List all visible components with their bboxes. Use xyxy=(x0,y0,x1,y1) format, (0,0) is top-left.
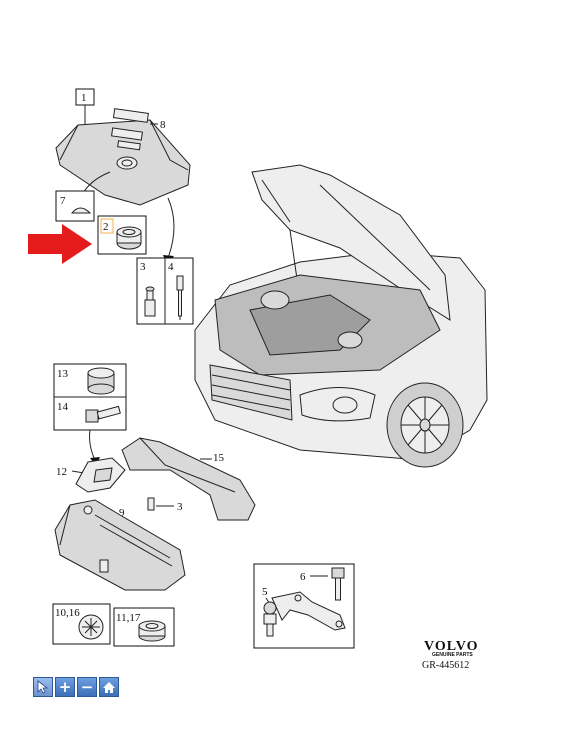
home-button[interactable] xyxy=(99,677,119,697)
label-13: 13 xyxy=(57,368,69,380)
bracket-part-5[interactable] xyxy=(263,591,346,637)
label-10-16: 10,16 xyxy=(55,607,80,619)
bolt-part-4[interactable] xyxy=(176,275,184,320)
nameplate-part-8[interactable] xyxy=(112,108,149,123)
label-9: 9 xyxy=(119,507,125,519)
clip-part-10-16[interactable] xyxy=(78,614,104,640)
home-icon xyxy=(103,681,115,693)
pointer-icon xyxy=(37,680,49,694)
highlight-arrow xyxy=(28,224,92,264)
label-2: 2 xyxy=(103,221,109,233)
bracket-part-12[interactable] xyxy=(75,457,126,493)
rubber-mount-part-13[interactable] xyxy=(87,367,115,395)
label-12: 12 xyxy=(56,466,67,478)
label-5: 5 xyxy=(262,586,268,598)
diagram-toolbar: + − xyxy=(33,677,119,697)
grommet-part-7[interactable] xyxy=(70,207,92,214)
label-3: 3 xyxy=(140,261,146,273)
label-3-lower: 3 xyxy=(177,501,183,513)
car-illustration xyxy=(194,164,488,468)
grommet-part-11-17[interactable] xyxy=(138,620,166,642)
label-1: 1 xyxy=(81,92,87,104)
zoom-out-button[interactable]: − xyxy=(77,677,97,697)
bolt-part-14[interactable] xyxy=(85,405,121,423)
stud-part-3[interactable] xyxy=(144,286,156,317)
label-8: 8 xyxy=(160,119,166,131)
rubber-bushing-part-2[interactable] xyxy=(116,226,142,250)
diagram-reference: GR-445612 xyxy=(422,660,470,671)
label-15: 15 xyxy=(213,452,225,464)
label-14: 14 xyxy=(57,401,69,413)
bolt-part-6[interactable] xyxy=(331,567,345,601)
label-4: 4 xyxy=(168,261,174,273)
stud-part-3-lower[interactable] xyxy=(147,497,155,511)
minus-icon: − xyxy=(80,678,94,696)
label-7: 7 xyxy=(60,195,66,207)
box-part-7 xyxy=(55,190,95,222)
engine-cover-part-9[interactable] xyxy=(54,499,186,591)
brand-tagline: GENUINE PARTS xyxy=(432,652,473,658)
brand-logo: VOLVO xyxy=(424,639,479,654)
select-button[interactable] xyxy=(33,677,53,697)
label-6: 6 xyxy=(300,571,306,583)
engine-cover-part-1[interactable] xyxy=(55,119,191,206)
zoom-in-button[interactable]: + xyxy=(55,677,75,697)
highlight-marker xyxy=(100,218,114,234)
label-11-17: 11,17 xyxy=(116,612,141,624)
cover-part-15[interactable] xyxy=(121,437,256,521)
plus-icon: + xyxy=(58,678,72,696)
